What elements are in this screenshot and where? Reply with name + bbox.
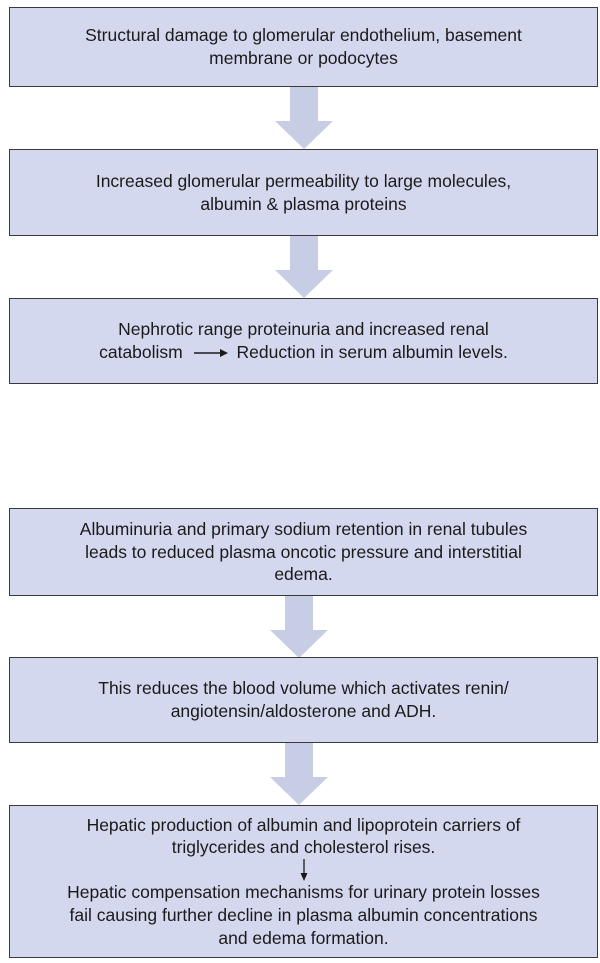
down-arrow-icon	[275, 236, 333, 298]
box-text-line: membrane or podocytes	[209, 48, 398, 68]
flow-box-glomerular-permeability: Increased glomerular permeability to lar…	[9, 149, 598, 236]
box-text-line: leads to reduced plasma oncotic pressure…	[85, 541, 522, 562]
box-text-line: Nephrotic range proteinuria and increase…	[118, 319, 489, 340]
down-arrow-icon	[270, 596, 328, 658]
box-text-line: triglycerides and cholesterol rises.	[171, 837, 436, 858]
flow-box-blood-volume: This reduces the blood volume which acti…	[9, 657, 598, 743]
box-text-line: Structural damage to glomerular endothel…	[85, 25, 522, 46]
box-text-line: Increased glomerular permeability to lar…	[95, 170, 512, 191]
flow-box-structural-damage: Structural damage to glomerular endothel…	[9, 7, 598, 87]
down-arrow-icon	[270, 743, 328, 805]
box-text-line: This reduces the blood volume which acti…	[98, 678, 509, 699]
box-text-line: Hepatic compensation mechanisms for urin…	[67, 882, 540, 903]
flow-box-proteinuria: Nephrotic range proteinuria and increase…	[9, 298, 598, 384]
flow-box-hepatic-production: Hepatic production of albumin and lipopr…	[9, 805, 598, 958]
box-text-line: Hepatic production of albumin and lipopr…	[86, 814, 521, 835]
box-text-line: edema.	[274, 564, 333, 585]
box-text-segment: catabolism	[99, 342, 183, 362]
box-text-line: angiotensin/aldosterone and ADH.	[170, 701, 437, 721]
box-text-segment: Reduction in serum albumin levels.	[236, 342, 508, 362]
box-text-line: Albuminuria and primary sodium retention…	[79, 518, 528, 539]
flow-box-albuminuria: Albuminuria and primary sodium retention…	[9, 508, 598, 596]
right-arrow-icon	[193, 349, 228, 358]
box-text-line: fail causing further decline in plasma a…	[69, 904, 538, 925]
box-text-line: albumin & plasma proteins	[200, 193, 407, 214]
down-arrow-icon	[275, 87, 333, 149]
box-text-line-with-arrow: catabolism Reduction in serum albumin le…	[99, 341, 508, 364]
box-text-line: and edema formation.	[218, 927, 389, 948]
small-down-arrow-icon	[300, 859, 307, 882]
